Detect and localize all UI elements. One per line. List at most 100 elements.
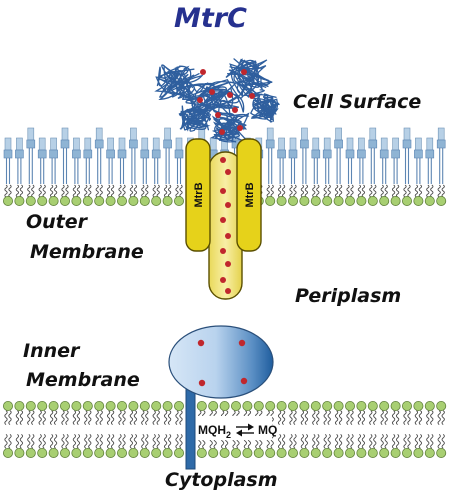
lipid-tail: [316, 184, 320, 198]
mtrc-heme: [249, 93, 255, 99]
lipid-tail: [72, 434, 77, 449]
lipid-head: [14, 195, 25, 206]
lipid-head: [173, 447, 184, 458]
lipid-tail: [350, 434, 354, 449]
lipid-tail: [304, 184, 309, 198]
lipid-tail: [141, 434, 145, 449]
lipid-tail: [156, 184, 160, 198]
lipid-head: [436, 447, 447, 458]
lipid-tail: [38, 410, 42, 425]
lipid-tail: [437, 410, 441, 425]
inner-membrane-label-line2: Membrane: [26, 369, 140, 391]
lipid-tail: [167, 434, 172, 449]
lipid-tail: [145, 410, 149, 425]
lipid-tail: [414, 184, 419, 198]
lipid-head: [276, 195, 287, 206]
lipid-tail: [31, 184, 35, 198]
lipid-tail: [118, 184, 122, 198]
lipid-head: [390, 195, 401, 206]
lipid-tail: [426, 434, 430, 449]
lipid-head: [333, 400, 344, 411]
lipid-head: [139, 400, 150, 411]
lipid-tail: [65, 434, 69, 449]
lipid-head: [151, 195, 162, 206]
equilibrium-arrow-icon: [236, 423, 254, 437]
lipid-head: [151, 400, 162, 411]
lipid-tail: [84, 410, 88, 425]
lipid-tail: [110, 410, 115, 425]
lipid-head: [3, 447, 13, 458]
mtrb-right-label: MtrB: [244, 182, 256, 207]
lps-core: [334, 139, 343, 149]
lipid-head: [356, 195, 367, 206]
lipid-tail: [88, 434, 92, 449]
lipid-tail: [373, 434, 377, 449]
mtrc-ribbon: [179, 105, 211, 131]
lipid-tail: [141, 184, 145, 198]
lipid-head: [230, 400, 241, 411]
lipid-tail: [19, 410, 24, 425]
lipid-head: [242, 447, 253, 458]
lipid-head: [208, 400, 219, 411]
lipid-head: [48, 447, 59, 458]
lps-oantigen: [301, 127, 308, 141]
lipid-tail: [327, 410, 331, 425]
lps-core: [106, 149, 115, 159]
lipid-head: [25, 195, 36, 206]
lipid-tail: [289, 184, 293, 198]
mtrc-ribbon: [225, 58, 261, 88]
lipid-head: [94, 447, 105, 458]
lipid-head: [379, 400, 390, 411]
lipid-tail: [437, 434, 441, 449]
lipid-tail: [118, 410, 122, 425]
lipid-tail: [312, 434, 316, 449]
mtrc-heme: [200, 69, 206, 75]
lps-oantigen: [415, 137, 422, 151]
lipid-head: [424, 400, 435, 411]
lps-core: [129, 139, 138, 149]
lps-oantigen: [392, 137, 399, 151]
inner-membrane: [3, 400, 447, 458]
lipid-tail: [38, 184, 42, 198]
lipid-tail: [76, 184, 81, 198]
lipid-head: [196, 447, 207, 458]
lipid-tail: [441, 410, 445, 425]
lipid-head: [196, 400, 207, 411]
lps-core: [37, 149, 47, 159]
lipid-tail: [129, 434, 134, 449]
lipid-tail: [122, 410, 126, 425]
lipid-tail: [369, 434, 373, 449]
lipid-tail: [346, 434, 350, 449]
lipid-tail: [106, 184, 111, 198]
lps-oantigen: [4, 137, 12, 151]
mtra-heme: [220, 217, 226, 223]
lipid-head: [436, 195, 447, 206]
lipid-head: [356, 447, 367, 458]
lipid-tail: [61, 184, 65, 198]
lipid-tail: [426, 410, 430, 425]
lipid-tail: [395, 434, 400, 449]
lps-core: [265, 139, 275, 149]
lipid-tail: [304, 410, 309, 425]
mtrc-heme: [209, 89, 215, 95]
lps-oantigen: [95, 127, 103, 141]
lipid-tail: [414, 410, 419, 425]
lipid-tail: [338, 434, 343, 449]
cyma-head: [168, 325, 274, 399]
lipid-head: [436, 400, 447, 411]
lipid-head: [173, 400, 184, 411]
cyma-heme: [238, 339, 246, 347]
diagram-title: MtrC: [174, 3, 247, 34]
mtrc-heme: [232, 107, 238, 113]
lps-oantigen: [209, 137, 217, 151]
lipid-head: [299, 447, 310, 458]
lipid-head: [37, 195, 48, 206]
lipid-tail: [145, 434, 149, 449]
cyma-heme: [198, 379, 206, 387]
lps-core: [300, 139, 309, 149]
lipid-head: [379, 447, 390, 458]
lipid-tail: [334, 410, 339, 425]
lipid-tail: [156, 434, 160, 449]
lipid-tail: [407, 410, 411, 425]
lps-core: [322, 149, 332, 159]
